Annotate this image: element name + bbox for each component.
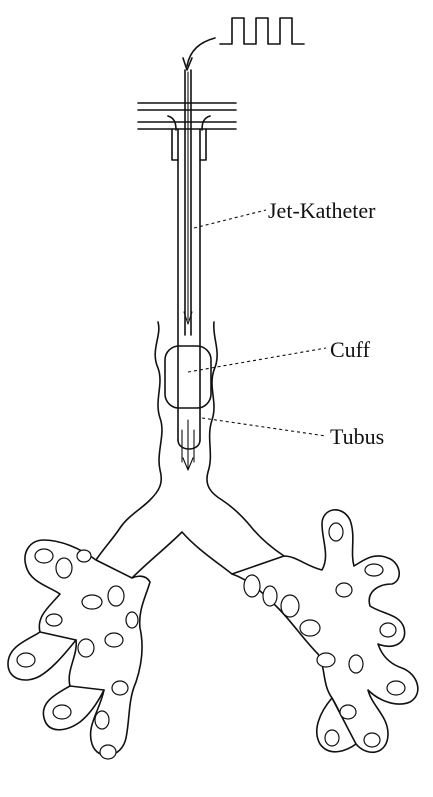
cuff-label: Cuff [330,337,370,363]
pulse-signal-wave [183,18,304,70]
right-bronchial-tree [232,510,418,752]
tube-leader-line [202,418,326,436]
jet-catheter [184,70,192,335]
tube-connector [138,103,236,160]
tube-label: Tubus [330,424,384,450]
jet-catheter-leader-line [194,210,266,228]
jet-catheter-label: Jet-Katheter [268,198,376,224]
left-bronchial-tree [8,540,150,759]
cuff-balloon [165,346,211,408]
endotracheal-tube [178,160,200,470]
